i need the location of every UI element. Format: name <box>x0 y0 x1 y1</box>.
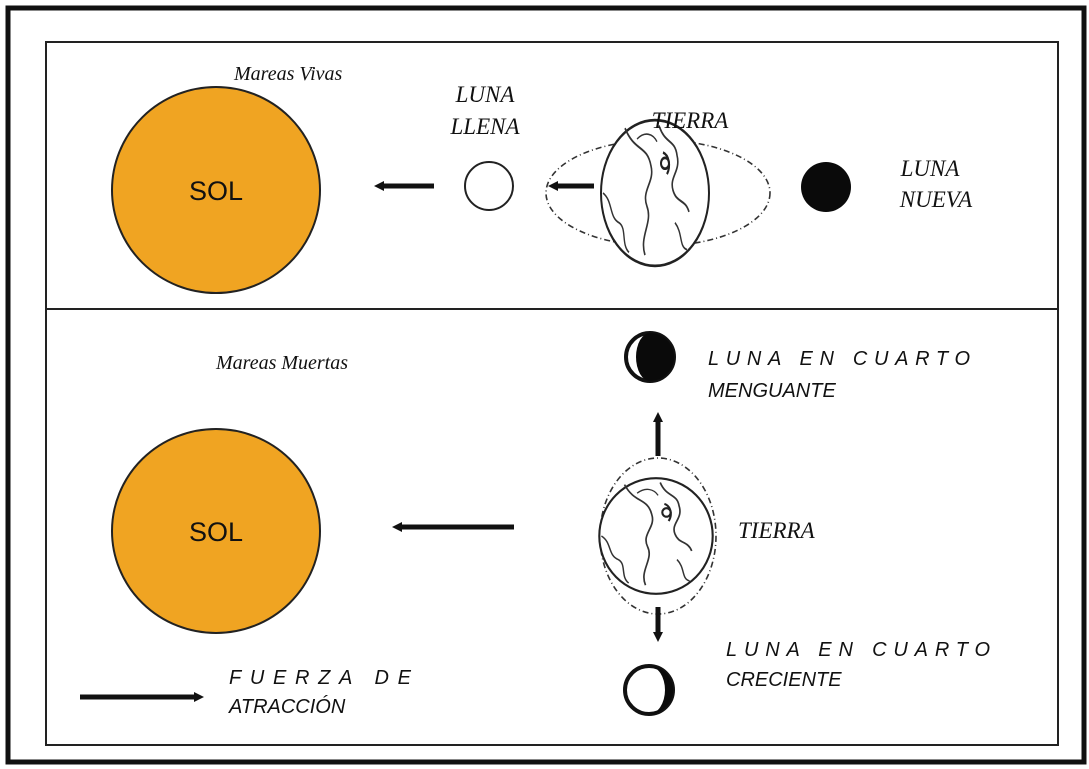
new-moon-icon <box>801 162 851 212</box>
earth-bottom-label: TIERRA <box>738 518 816 543</box>
inner-frame <box>45 41 1059 746</box>
legend-line2: ATRACCIÓN <box>228 695 346 718</box>
sun-top-label: SOL <box>189 176 243 206</box>
waxing-quarter-moon-icon <box>623 664 675 716</box>
sun-bottom-label: SOL <box>189 517 243 547</box>
earth-icon <box>599 118 711 268</box>
sun-top <box>111 86 321 294</box>
bottom-panel-title: Mareas Muertas <box>215 352 348 374</box>
top-panel-title: Mareas Vivas <box>233 63 343 85</box>
full-moon-icon <box>464 161 514 211</box>
top-panel: Mareas Vivas SOL LUNA LLENA TIERRA LUNA … <box>111 63 973 294</box>
full-moon-label-line1: LUNA <box>455 82 516 107</box>
bottom-panel: Mareas Muertas SOL LUNA EN CUARTO MENGUA… <box>111 331 990 716</box>
waxing-label-line2: CRECIENTE <box>726 669 842 691</box>
waning-label-line2: MENGUANTE <box>708 380 836 402</box>
sun-bottom <box>111 428 321 634</box>
full-moon-label-line2: LLENA <box>449 114 520 139</box>
legend-line1: FUERZA DE <box>229 667 412 689</box>
new-moon-label-line2: NUEVA <box>899 187 973 212</box>
earth-top-label: TIERRA <box>652 108 730 133</box>
waning-quarter-moon-icon <box>624 331 676 383</box>
earth-icon <box>598 477 714 595</box>
new-moon-label-line1: LUNA <box>900 156 961 181</box>
